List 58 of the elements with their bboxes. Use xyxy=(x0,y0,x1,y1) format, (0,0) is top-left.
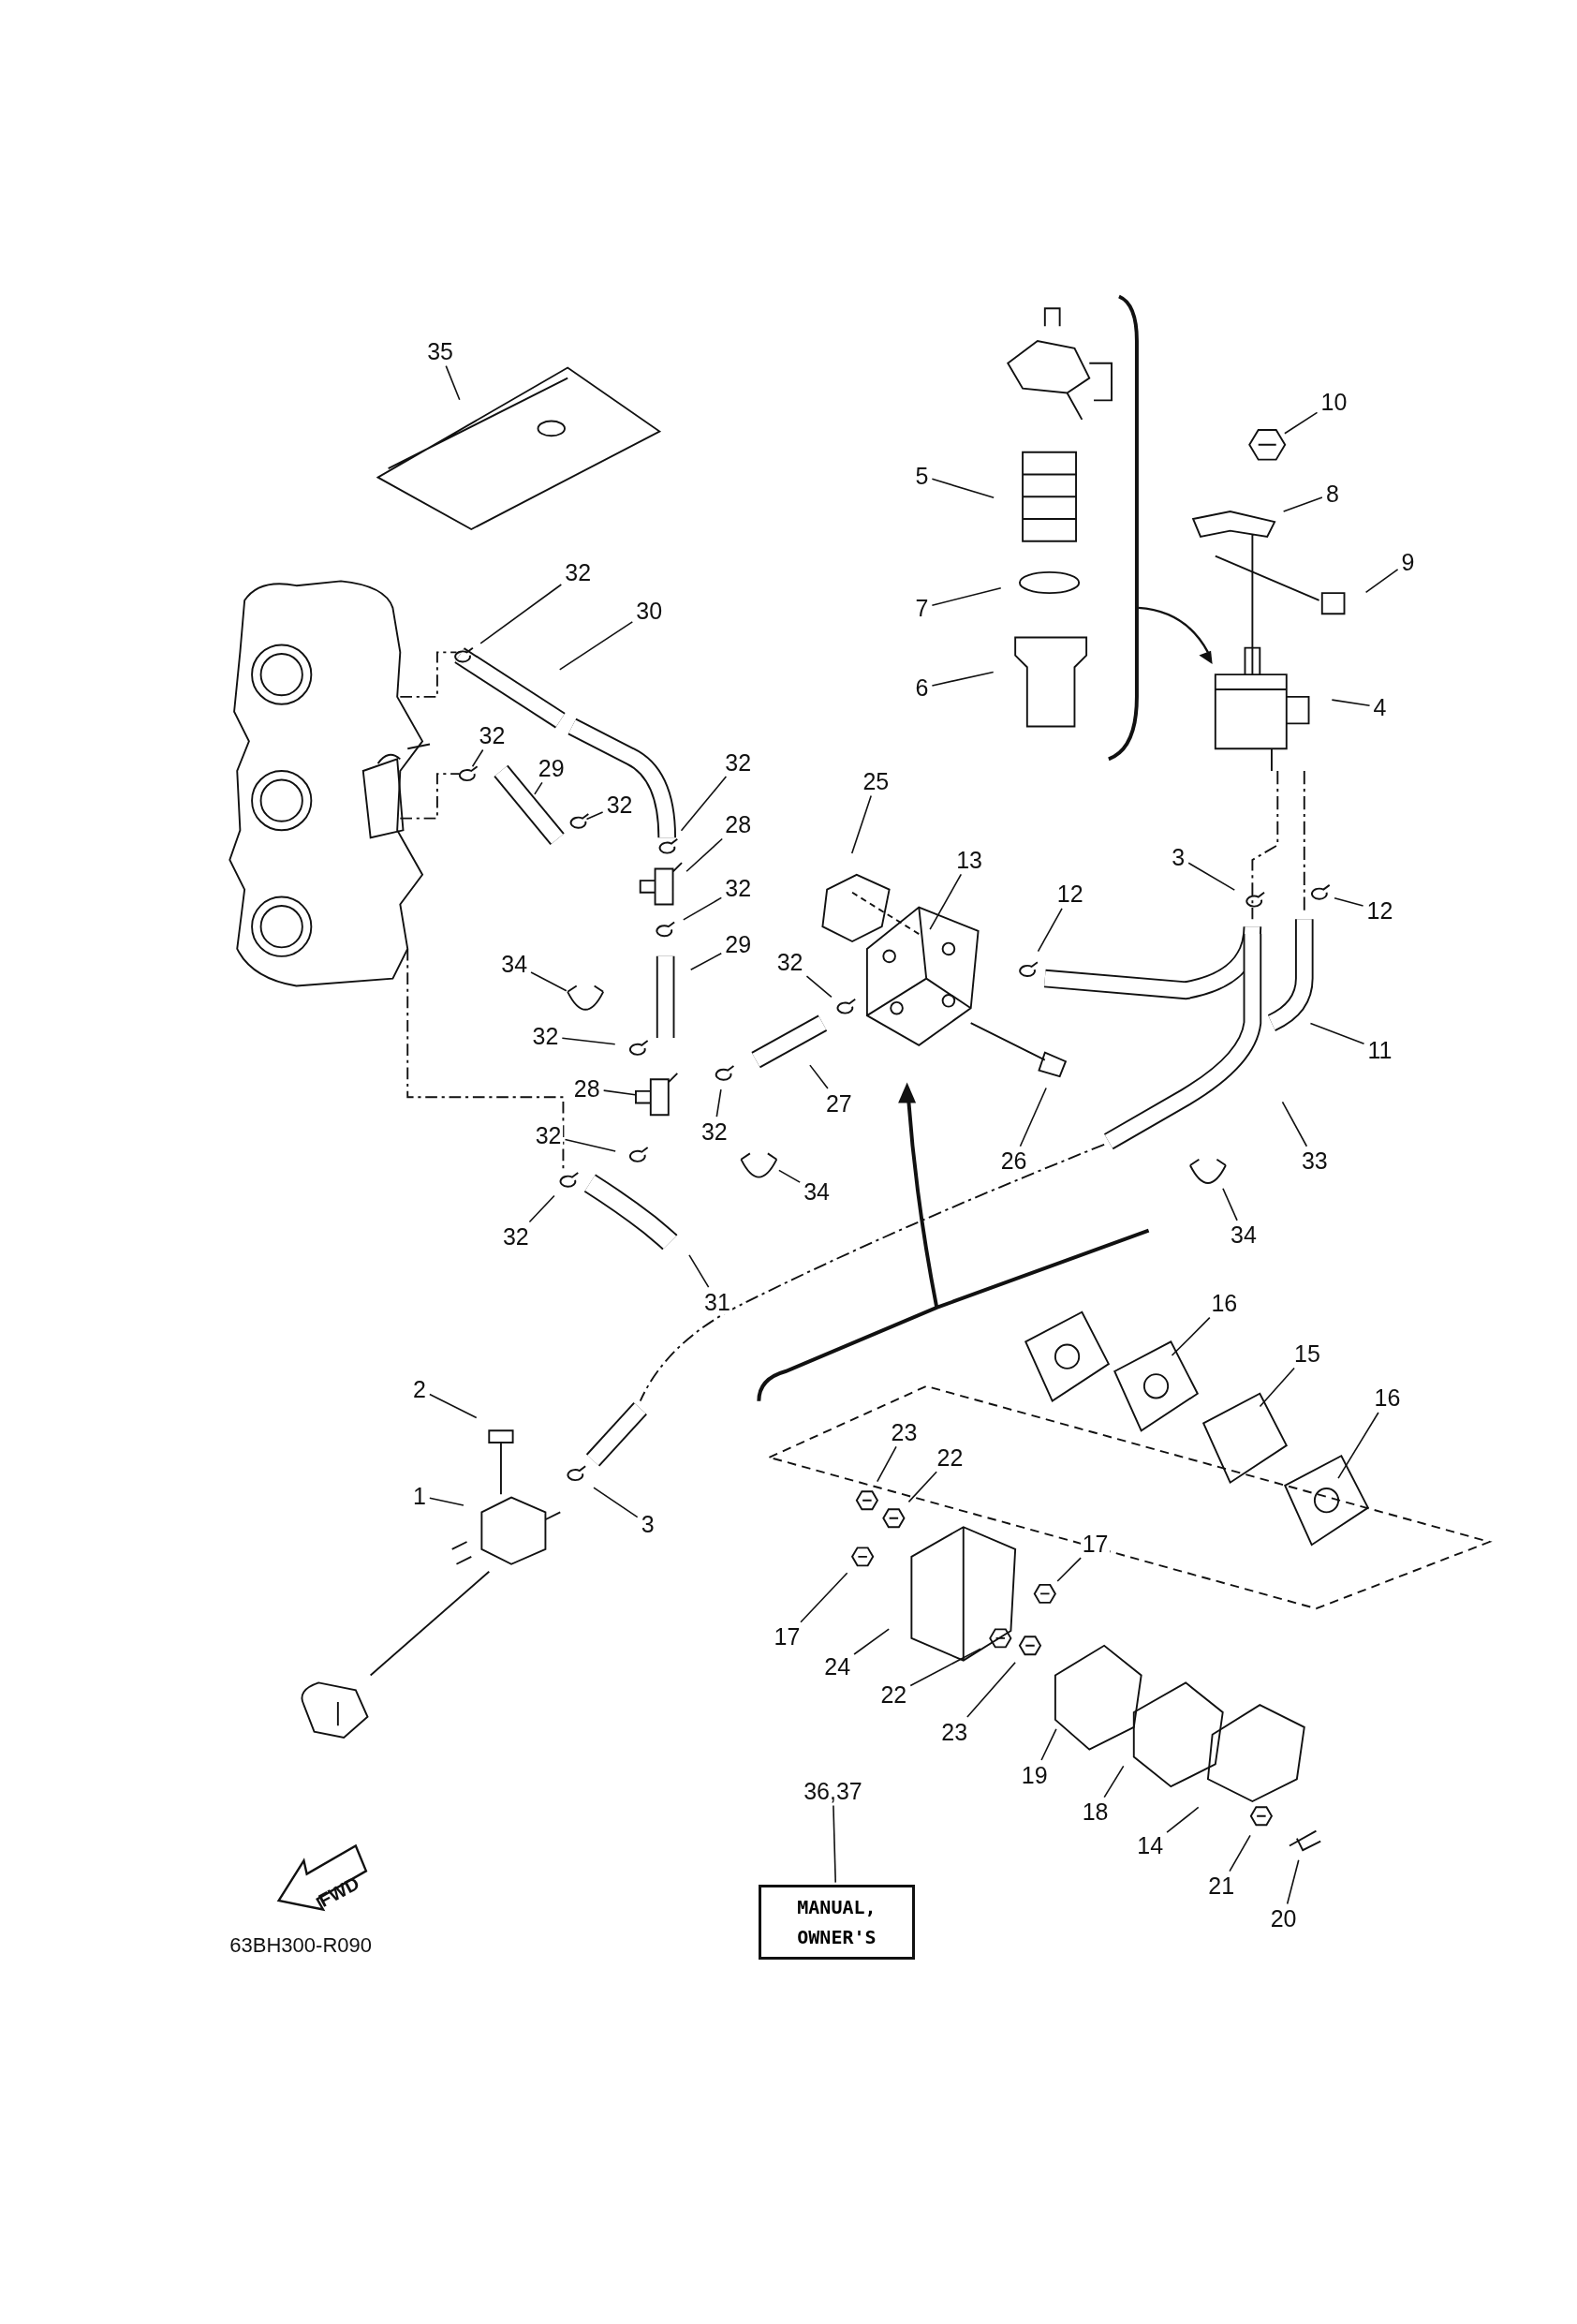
leader-line xyxy=(1229,1834,1251,1873)
leader-line xyxy=(805,975,833,999)
leader-line xyxy=(931,587,1002,606)
leader-line xyxy=(528,1194,555,1223)
leader-line xyxy=(1056,1557,1082,1582)
leader-line xyxy=(479,584,563,644)
leader-line xyxy=(680,776,728,832)
leader-line xyxy=(1281,1101,1308,1147)
leader-line xyxy=(907,1471,937,1503)
leader-line xyxy=(1259,1367,1295,1408)
leader-line xyxy=(1222,1187,1238,1221)
leader-line xyxy=(585,811,604,821)
leader-line xyxy=(833,1804,837,1884)
leader-line xyxy=(931,671,995,687)
leader-line xyxy=(1309,1022,1365,1044)
leader-line xyxy=(929,873,963,930)
leader-line xyxy=(602,1089,637,1096)
leader-line xyxy=(683,896,723,921)
leader-line xyxy=(1040,1728,1057,1761)
leader-line xyxy=(1171,1316,1211,1356)
leader-line xyxy=(429,1497,464,1506)
leader-line xyxy=(931,478,995,498)
part-number: 63BH300-R090 xyxy=(229,1932,372,1958)
leader-line xyxy=(564,1138,616,1152)
leader-line xyxy=(877,1445,897,1483)
leader-line xyxy=(1103,1765,1125,1799)
leader-line xyxy=(850,794,872,854)
leader-line xyxy=(1166,1806,1200,1834)
leader-line xyxy=(1364,569,1399,594)
leader-line xyxy=(558,621,634,671)
leader-line xyxy=(534,781,543,795)
leader-line xyxy=(1284,411,1319,435)
leader-line xyxy=(715,1088,722,1118)
leader-line xyxy=(909,1648,981,1687)
leader-line xyxy=(593,1487,639,1518)
leader-line xyxy=(1286,1859,1300,1905)
leader-line xyxy=(1334,897,1364,907)
leader-line xyxy=(471,748,484,767)
leader-line xyxy=(1331,699,1371,707)
manual-label-card xyxy=(759,1884,915,1961)
leader-line xyxy=(530,971,567,992)
leader-line xyxy=(445,364,461,401)
leader-line xyxy=(1019,1087,1047,1147)
leader-line xyxy=(966,1662,1016,1718)
leader-line xyxy=(1282,496,1323,512)
leader-line xyxy=(689,952,723,970)
manual-title: MANUAL, OWNER'S xyxy=(796,1894,877,1950)
leader-line xyxy=(685,837,723,873)
leader-line xyxy=(809,1064,829,1089)
leader-line xyxy=(1037,908,1063,953)
leader-line xyxy=(800,1572,848,1623)
leader-line xyxy=(688,1254,710,1288)
leader-line xyxy=(1337,1412,1379,1479)
leader-line xyxy=(429,1393,478,1419)
leader-line xyxy=(561,1037,616,1045)
leader-line xyxy=(778,1169,801,1183)
leader-line xyxy=(1187,862,1236,891)
leader-line xyxy=(853,1628,890,1655)
